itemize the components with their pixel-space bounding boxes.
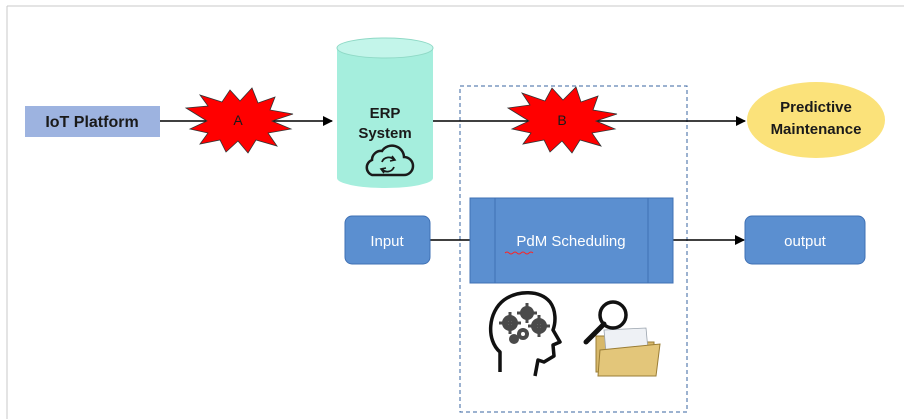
input-label: Input bbox=[370, 233, 404, 250]
iot-platform-label: IoT Platform bbox=[45, 114, 138, 131]
predictive-label-line1: Predictive bbox=[780, 99, 852, 116]
input-node: Input bbox=[344, 215, 431, 265]
magnifier-folder-icon bbox=[583, 300, 661, 377]
iot-platform-node: IoT Platform bbox=[25, 106, 160, 137]
iot-platform-box bbox=[25, 106, 160, 137]
burst-a-shape bbox=[184, 87, 294, 154]
output-box bbox=[744, 215, 866, 265]
cloud-sync-icon bbox=[365, 144, 415, 177]
output-node: output bbox=[744, 215, 866, 265]
predictive-maintenance-ellipse bbox=[747, 82, 885, 158]
erp-label-line2: System bbox=[358, 125, 411, 142]
predictive-maintenance-node: Predictive Maintenance bbox=[747, 82, 885, 158]
erp-cylinder-top bbox=[336, 37, 434, 59]
erp-system-node: ERP System bbox=[336, 37, 434, 188]
input-box bbox=[344, 215, 431, 265]
burst-a: A bbox=[184, 87, 294, 154]
predictive-label-line2: Maintenance bbox=[771, 121, 862, 138]
burst-b-label: B bbox=[557, 112, 566, 128]
pdm-scheduling-node: PdM Scheduling bbox=[469, 197, 674, 284]
pdm-scheduling-label: PdM Scheduling bbox=[516, 233, 625, 250]
pdm-scheduling-box bbox=[469, 197, 674, 284]
pdm-group-border bbox=[459, 85, 688, 413]
erp-label-line1: ERP bbox=[370, 105, 401, 122]
output-label: output bbox=[784, 233, 827, 250]
burst-a-label: A bbox=[233, 112, 243, 128]
erp-cylinder-body bbox=[337, 48, 433, 188]
burst-b-shape bbox=[506, 86, 618, 154]
burst-b: B bbox=[506, 86, 618, 154]
head-gears-icon bbox=[488, 291, 562, 377]
spellcheck-underline bbox=[504, 251, 534, 255]
